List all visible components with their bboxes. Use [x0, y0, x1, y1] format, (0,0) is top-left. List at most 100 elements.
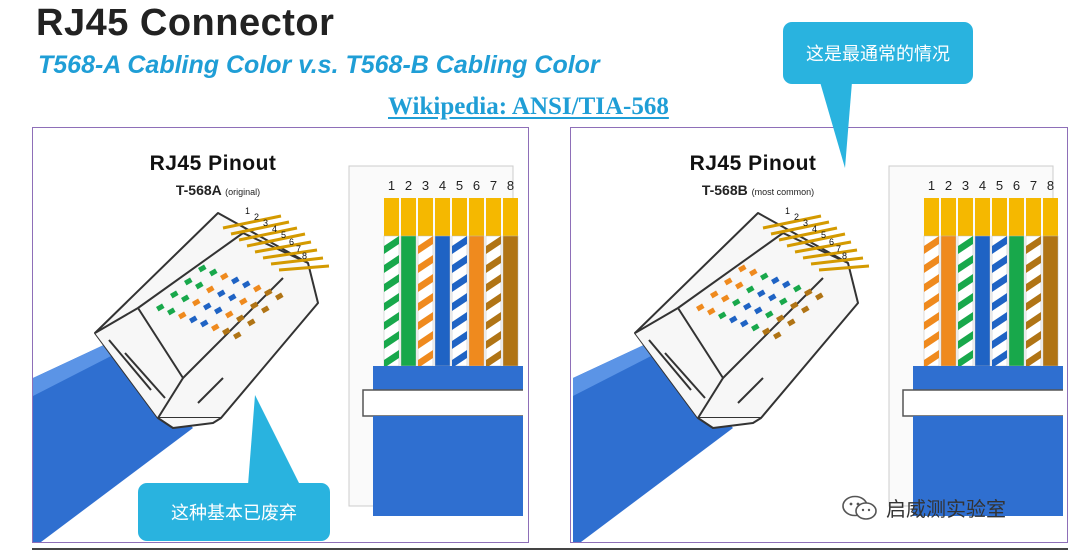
watermark: 启威测实验室 [840, 493, 1006, 522]
contact-pin [503, 198, 518, 236]
wire-stripe [384, 293, 399, 311]
wire-stripe [1026, 350, 1041, 368]
plug-wire-segment [803, 288, 813, 297]
wire-stripe [924, 312, 939, 330]
wire-stripe [418, 312, 433, 330]
pin-number: 1 [928, 178, 935, 193]
wire-stripe [486, 236, 501, 254]
wire-strand [468, 235, 485, 367]
plug-pin-label: 4 [272, 224, 277, 234]
plug-wire-segment [757, 289, 766, 298]
wire-stripe [384, 236, 399, 254]
contact-pin [418, 198, 433, 236]
wire-stripe [1026, 236, 1041, 254]
standard-label: T-568B (most common) [683, 182, 833, 198]
contact-pin [941, 198, 956, 236]
plug-pin-label: 5 [821, 230, 826, 240]
plug-wire-segment [815, 292, 824, 301]
wire-stripe [992, 312, 1007, 330]
plug-wire-segment [264, 288, 273, 297]
plug-wire-segment [220, 272, 229, 281]
wire-stripe [958, 236, 973, 254]
wire-strand [940, 235, 957, 367]
contact-pin [401, 198, 416, 236]
plug-wire-segment [710, 290, 719, 299]
pin-number: 2 [405, 178, 412, 193]
wire-stripe [452, 274, 467, 292]
plug-wire-segment [236, 314, 245, 323]
standard-note: (most common) [751, 187, 815, 197]
wire-stripe [486, 293, 501, 311]
plug-pin-label: 8 [302, 251, 307, 261]
plug-wire-segment [170, 290, 179, 299]
contact-pin [924, 198, 939, 236]
plug-wire-segment [209, 268, 218, 277]
wire-stripe [1026, 331, 1041, 349]
wire-stripe [958, 274, 973, 292]
plug-wire-segment [181, 294, 190, 303]
wire-stripe [924, 293, 939, 311]
plug-wire-segment [239, 297, 248, 306]
wire-stripe [486, 255, 501, 273]
plug-wire-segment [178, 311, 187, 320]
wire-stripe [924, 236, 939, 254]
contact-pin [435, 198, 450, 236]
plug-wire-segment [184, 277, 193, 286]
wire-stripe [924, 350, 939, 368]
pin-number: 8 [507, 178, 514, 193]
plug-wire-segment [718, 311, 727, 320]
plug-pin-label: 4 [812, 224, 817, 234]
plug-wire-segment [779, 297, 788, 306]
pin-number: 7 [490, 178, 497, 193]
plug-contacts [222, 214, 330, 272]
plug-wire-segment [217, 289, 226, 298]
page-subtitle: T568-A Cabling Color v.s. T568-B Cabling… [38, 51, 600, 79]
pin-number: 3 [962, 178, 969, 193]
standard-note: (original) [225, 187, 261, 197]
plug-wire-segment [754, 306, 763, 315]
wire-stripe [924, 255, 939, 273]
standard-label: T-568A (original) [143, 182, 293, 198]
plug-wire-segment [765, 310, 774, 319]
panel-t568a: 1 2 3 4 5 6 7 8 RJ45 Pinout T-568A (orig… [32, 127, 529, 543]
wire-stripe [958, 255, 973, 273]
plug-wire-segment [167, 307, 176, 316]
plug-wire-segment [746, 285, 755, 294]
plug-wire-segment [696, 303, 705, 312]
plug-wire-segment [192, 298, 201, 307]
wire-stripe [452, 350, 467, 368]
pinout-heading: RJ45 Pinout [149, 152, 277, 175]
plug-wire-segment [275, 292, 284, 301]
plug-wire-segment [735, 281, 744, 290]
wire-stripe [992, 293, 1007, 311]
plug-pin-label: 8 [842, 251, 847, 261]
plug-wire-segment [793, 284, 802, 293]
cable-jacket [913, 416, 1063, 516]
wire-stripe [452, 255, 467, 273]
wire-strand [974, 235, 991, 367]
wire-stripe [384, 274, 399, 292]
cable-jacket [913, 366, 1063, 390]
wire-stripe [418, 293, 433, 311]
wire-stripe [486, 331, 501, 349]
wikipedia-link[interactable]: Wikipedia: ANSI/TIA-568 [388, 93, 669, 120]
wire-stripe [418, 350, 433, 368]
plug-wire-segment [261, 305, 270, 314]
pin-number: 5 [996, 178, 1003, 193]
plug-wire-segment [206, 285, 215, 294]
pin-number: 5 [456, 178, 463, 193]
wire-stripe [384, 331, 399, 349]
wire-stripe [486, 312, 501, 330]
pin-number: 8 [1047, 178, 1054, 193]
plug-wire-segment [762, 327, 771, 336]
plug-wire-segment [222, 327, 231, 336]
pin-number: 6 [473, 178, 480, 193]
plug-internal-wires [156, 264, 284, 340]
plug-wire-segment [195, 281, 204, 290]
plug-pin-label: 3 [263, 218, 268, 228]
wire-stripe [384, 312, 399, 330]
plug-wire-segment [247, 318, 256, 327]
plug-internal-wires [696, 264, 824, 340]
